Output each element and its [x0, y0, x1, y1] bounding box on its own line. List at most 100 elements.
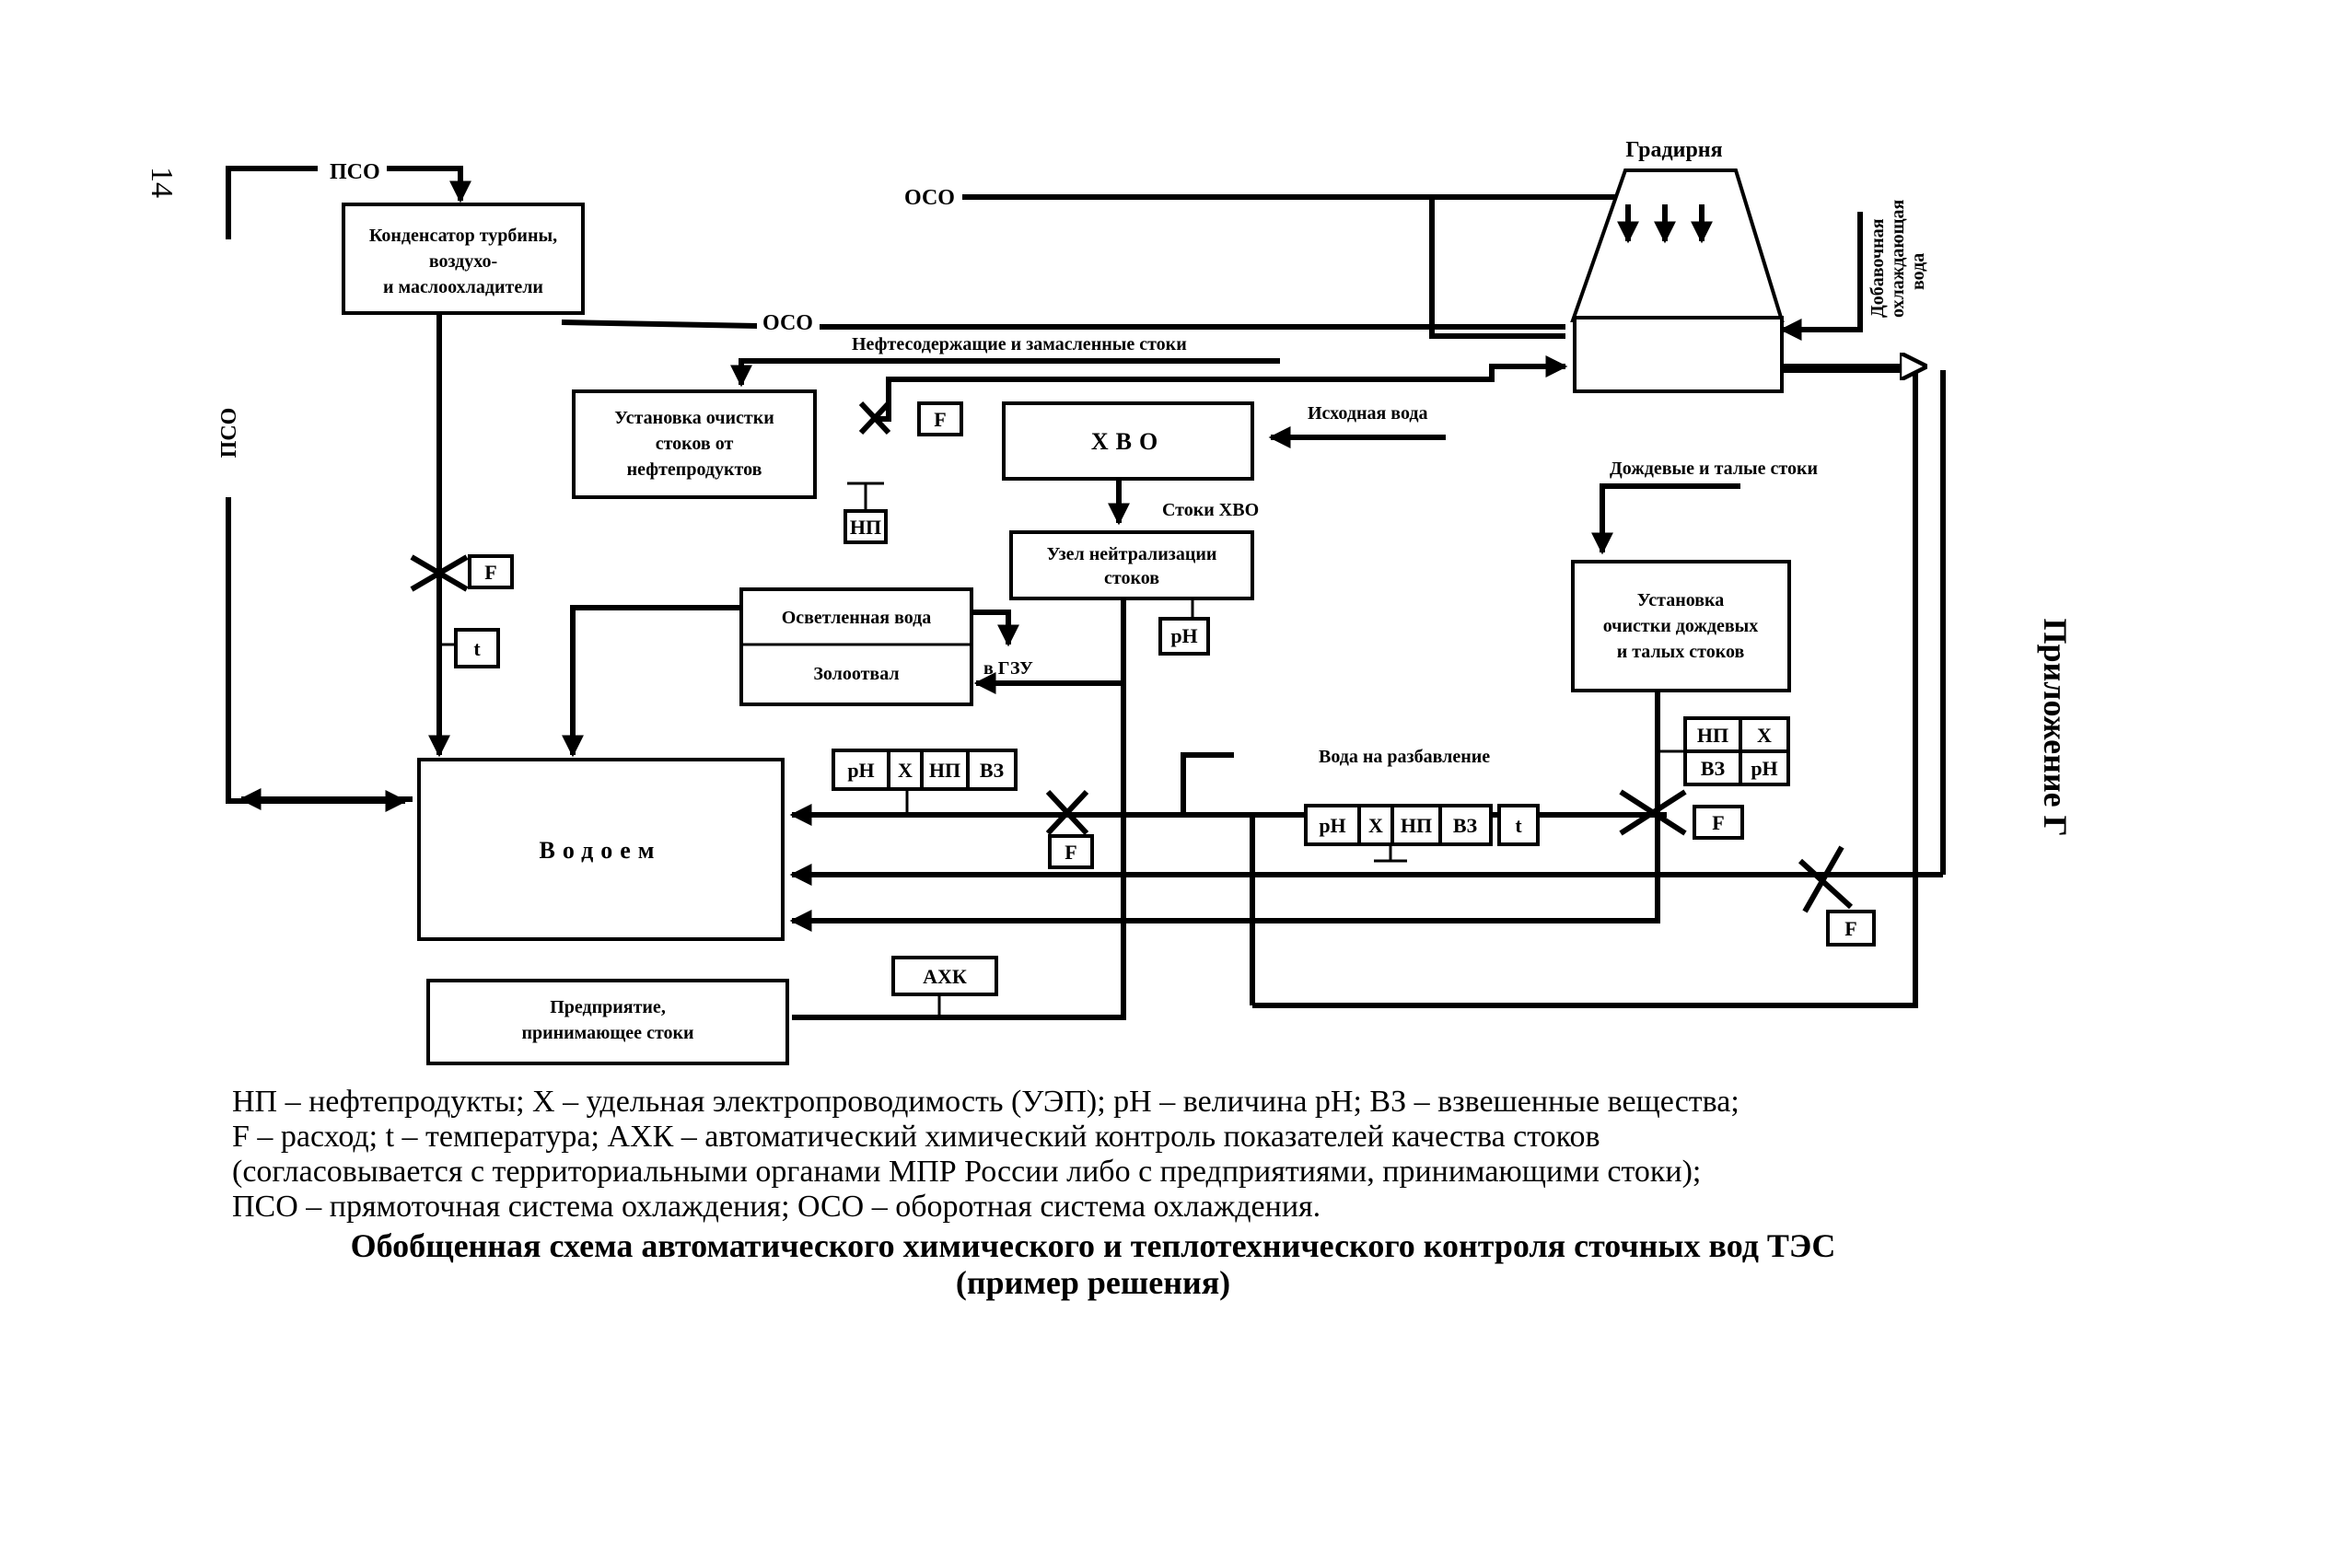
legend-line-3: (согласовывается с территориальными орга… [232, 1155, 1702, 1189]
oso-top-line [962, 194, 1565, 339]
flow-meter-rain: F [1693, 805, 1744, 840]
condenser-block: Конденсатор турбины, воздухо- и маслоохл… [342, 203, 585, 315]
oil-to-tower-line [875, 355, 1568, 422]
neutralization-block: Узел нейтрализации стоков [1009, 530, 1254, 600]
cooling-tower: Градирня [1570, 138, 1785, 393]
neutralization-label-2: стоков [1104, 568, 1159, 588]
legend-line-4: ПСО – прямоточная система охлаждения; ОС… [232, 1190, 1321, 1224]
enterprise-label-2: принимающее стоки [521, 1023, 693, 1043]
oil-treatment-label-3: нефтепродуктов [627, 459, 762, 480]
dilution-water-label: Вода на разбавление [1319, 747, 1490, 767]
valve-condenser [410, 554, 469, 592]
neutralization-label-1: Узел нейтрализации [1047, 544, 1217, 564]
ash-dump-label: Золоотвал [813, 664, 899, 684]
pso-return-line [226, 166, 318, 239]
legend-line-2: F – расход; t – температура; АХК – автом… [232, 1120, 1600, 1154]
to-gzu-label: в ГЗУ [983, 658, 1033, 679]
grp3-vz-label: ВЗ [1701, 757, 1726, 780]
oil-treatment-block: Установка очистки стоков от нефтепродукт… [572, 389, 817, 499]
oily-drains-label: Нефтесодержащие и замасленные стоки [852, 334, 1187, 354]
dilution-water-line [1181, 752, 1234, 815]
rain-treatment-label-1: Установка [1637, 590, 1725, 610]
clarified-water-label: Осветленная вода [782, 608, 932, 628]
pso-left-line [226, 497, 408, 812]
flow-meter-oil-label: F [934, 408, 946, 431]
condenser-label-1: Конденсатор турбины, [369, 226, 557, 246]
ph-sensor-neutralization: pH [1158, 617, 1210, 656]
rain-treatment-label-2: очистки дождевых [1603, 616, 1759, 636]
flow-meter-tower: F [1826, 910, 1876, 947]
grp1-np-label: НП [929, 759, 960, 782]
grp2-x-label: Х [1368, 814, 1383, 837]
caption-line-1: Обобщенная схема автоматического химичес… [350, 1227, 1836, 1264]
makeup-label-1: Добавочная [1867, 218, 1888, 318]
valve-oil [858, 401, 891, 436]
page-number: 14 [145, 167, 179, 198]
grp1-vz-label: ВЗ [980, 759, 1005, 782]
pso-inlet-line [387, 166, 471, 203]
instrument-group-reservoir: pH Х НП ВЗ [832, 749, 1018, 815]
appendix-label: Приложение Г [2037, 618, 2074, 836]
rain-treatment-block: Установка очистки дождевых и талых стоко… [1571, 560, 1791, 692]
hvo-label: ХВО [1091, 428, 1165, 455]
makeup-label-2: охлаждающая [1888, 199, 1908, 318]
legend: НП – нефтепродукты; Х – удельная электро… [232, 1085, 1954, 1225]
legend-line-1: НП – нефтепродукты; Х – удельная электро… [232, 1085, 1739, 1119]
temp-sensor-condenser: t [454, 628, 500, 668]
enterprise-block: Предприятие, принимающее стоки [426, 979, 789, 1065]
ph-sensor-neutralization-label: pH [1170, 624, 1197, 647]
rain-drains-line [1591, 483, 1740, 555]
grp2-vz-label: ВЗ [1453, 814, 1478, 837]
akh-sensor-label: АХК [923, 965, 967, 988]
flow-meter-tower-label: F [1844, 917, 1856, 940]
caption-line-2: (пример решения) [955, 1264, 1231, 1301]
reservoir-block: Водоем [417, 758, 785, 941]
dilution-return-line [1252, 367, 1918, 1008]
makeup-label-3: вода [1908, 253, 1928, 290]
flow-meter-reservoir-label: F [1065, 841, 1076, 864]
instrument-group-dilution: pH Х НП ВЗ t [1304, 804, 1540, 863]
instrument-group-rain: НП Х ВЗ pH [1656, 716, 1790, 786]
oily-drains-line [730, 358, 1280, 388]
oil-treatment-label-1: Установка очистки [614, 408, 774, 428]
flow-meter-condenser-label: F [484, 561, 496, 584]
grp3-x-label: Х [1757, 724, 1772, 747]
makeup-water-label: Добавочная охлаждающая вода [1867, 199, 1928, 318]
oso-mid-label: ОСО [762, 311, 813, 335]
grp1-ph-label: pH [847, 759, 874, 782]
source-water-label: Исходная вода [1308, 403, 1428, 424]
rain-drains-label: Дождевые и талые стоки [1610, 459, 1818, 479]
np-sensor-oil: НП [844, 509, 888, 544]
ash-dump-block: Осветленная вода Золоотвал [739, 587, 973, 706]
akh-sensor: АХК [891, 956, 998, 1017]
oil-treatment-label-2: стоков от [656, 434, 734, 454]
np-sensor-oil-label: НП [850, 516, 881, 539]
oso-mid-line [561, 319, 1565, 330]
hvo-block: ХВО [1002, 401, 1254, 481]
grp3-ph-label: pH [1751, 757, 1777, 780]
flow-meter-rain-label: F [1712, 811, 1724, 834]
discharge-line-3 [789, 677, 1660, 932]
valve-rain [1619, 789, 1687, 836]
grp1-x-label: Х [898, 759, 913, 782]
makeup-water-line [1779, 212, 1863, 341]
grp2-t-label: t [1515, 814, 1522, 837]
pso-top-label: ПСО [330, 160, 380, 184]
temp-sensor-condenser-label: t [473, 637, 481, 660]
flow-meter-condenser: F [468, 554, 514, 589]
enterprise-label-1: Предприятие, [550, 997, 666, 1017]
flow-meter-reservoir: F [1048, 834, 1094, 869]
valve-reservoir [1045, 789, 1089, 836]
clarified-to-gzu-line [972, 610, 1019, 647]
grp3-np-label: НП [1697, 724, 1728, 747]
pso-left-label: ПСО [217, 408, 241, 459]
hvo-drains-label: Стоки ХВО [1162, 500, 1259, 520]
valve-tower [1798, 845, 1854, 913]
cooling-tower-label: Градирня [1625, 138, 1722, 162]
grp2-np-label: НП [1401, 814, 1432, 837]
condenser-label-2: воздухо- [429, 251, 497, 272]
grp2-ph-label: pH [1319, 814, 1345, 837]
oso-top-label: ОСО [904, 186, 955, 210]
flow-meter-oil: F [917, 401, 963, 436]
